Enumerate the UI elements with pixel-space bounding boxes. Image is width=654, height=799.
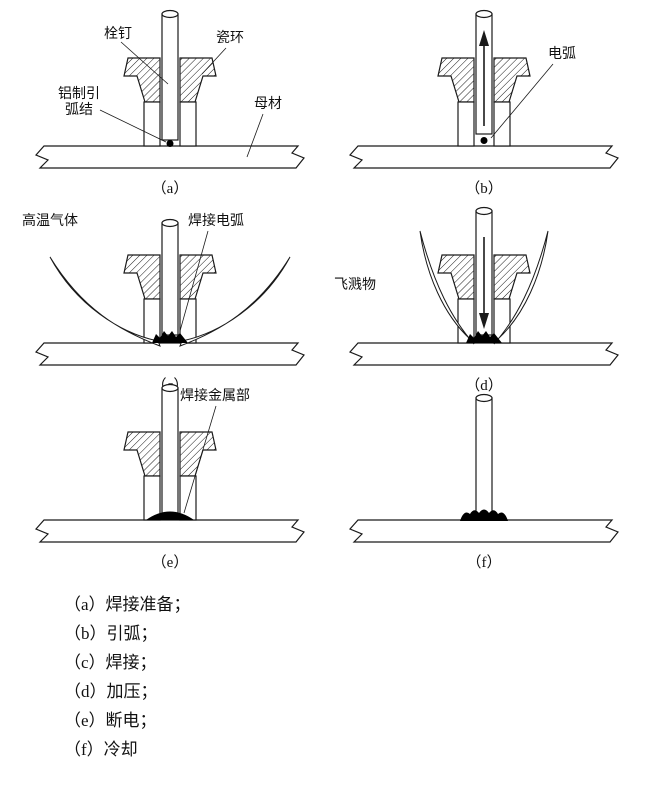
stud-cap <box>475 206 493 216</box>
ceramic-ferrule-left <box>123 431 161 477</box>
press-arrow-head <box>479 313 489 329</box>
weld-metal <box>146 511 194 520</box>
gas-curve-right <box>179 256 291 347</box>
leader-weld-metal <box>183 405 217 514</box>
panel-d-drawing: 飞溅物 （d） <box>334 206 619 394</box>
ferrule-leg-left <box>457 101 475 147</box>
leader-arc <box>490 63 554 139</box>
ferrule-leg-right <box>179 101 197 147</box>
arc-dot <box>480 137 488 144</box>
gas-curve-left <box>49 256 161 347</box>
legend: （a）焊接准备； （b）引弧； （c）焊接； （d）加压； （e）断电； （f）… <box>64 590 191 764</box>
label-spatter: 飞溅物 <box>334 277 376 293</box>
ferrule-leg-right <box>493 101 511 147</box>
panel-caption-d: （d） <box>465 377 503 394</box>
aluminum-tip-dot <box>166 140 174 147</box>
label-base: 母材 <box>254 96 282 112</box>
panel-caption-a: （a） <box>152 180 189 197</box>
panel-e: 焊接金属部 （e） <box>20 382 320 577</box>
panel-b-drawing: 电弧 （b） <box>348 9 619 197</box>
panel-a: 栓钉 瓷环 铝制引 弧结 母材 （a） <box>20 8 320 203</box>
base-plate <box>34 519 305 543</box>
legend-item-d: （d）加压； <box>64 682 158 701</box>
stud-cap <box>475 9 493 19</box>
leader-stud <box>120 41 169 85</box>
stud-cap <box>475 393 493 403</box>
ceramic-ferrule-right <box>179 254 217 300</box>
ferrule-leg-left <box>143 475 161 521</box>
label-weld-metal: 焊接金属部 <box>180 387 250 404</box>
base-plate <box>348 342 619 366</box>
leader-tip <box>99 109 167 143</box>
stud <box>161 387 179 517</box>
weld-fillet <box>460 509 508 521</box>
ceramic-ferrule-right <box>493 254 531 300</box>
stud-cap <box>161 218 179 228</box>
panel-caption-e: （e） <box>152 554 189 571</box>
panel-caption-b: （b） <box>465 180 503 197</box>
stud <box>161 13 179 141</box>
panel-b: 电弧 （b） <box>334 8 634 203</box>
base-plate <box>348 145 619 169</box>
panel-f-drawing: （f） <box>348 393 619 571</box>
base-plate <box>34 145 305 169</box>
ceramic-ferrule-left <box>437 57 475 103</box>
panel-d: 飞溅物 （d） <box>334 205 634 400</box>
ceramic-ferrule-left <box>123 254 161 300</box>
panel-e-drawing: 焊接金属部 （e） <box>34 383 305 571</box>
legend-item-b: （b）引弧； <box>64 624 158 643</box>
ceramic-ferrule-left <box>437 254 475 300</box>
ferrule-leg-left <box>143 101 161 147</box>
leader-base <box>246 113 264 158</box>
panel-c-drawing: 高温气体 焊接电弧 （c） <box>22 212 305 394</box>
label-tip-line2: 弧结 <box>65 102 93 118</box>
legend-item-f: （f）冷却 <box>64 740 138 759</box>
base-plate <box>348 519 619 543</box>
weld-arc <box>152 331 188 343</box>
spatter-curve-left <box>419 230 475 345</box>
legend-item-c: （c）焊接； <box>64 653 157 672</box>
panel-f: （f） <box>334 382 634 577</box>
stud <box>161 222 179 336</box>
weld-arc <box>466 331 502 343</box>
ferrule-leg-right <box>179 475 197 521</box>
ceramic-ferrule-right <box>179 431 217 477</box>
panel-a-drawing: 栓钉 瓷环 铝制引 弧结 母材 （a） <box>34 9 305 197</box>
lift-arrow-head <box>479 30 489 46</box>
legend-item-a: （a）焊接准备； <box>64 595 191 614</box>
label-stud: 栓钉 <box>104 26 132 42</box>
stud-cap <box>161 9 179 19</box>
panel-caption-f: （f） <box>467 554 502 571</box>
label-arc: 电弧 <box>548 46 576 62</box>
ceramic-ferrule-left <box>123 57 161 103</box>
legend-item-e: （e）断电； <box>64 711 157 730</box>
ceramic-ferrule-right <box>493 57 531 103</box>
stud-cap <box>161 383 179 393</box>
label-weld-arc: 焊接电弧 <box>188 212 244 229</box>
label-tip-line1: 铝制引 <box>58 86 100 102</box>
leader-ferrule <box>201 47 227 75</box>
label-ferrule: 瓷环 <box>216 30 244 46</box>
label-gas: 高温气体 <box>22 212 78 229</box>
stud <box>475 397 493 521</box>
spatter-curve-right <box>493 230 549 345</box>
base-plate <box>34 342 305 366</box>
panel-c: 高温气体 焊接电弧 （c） <box>20 205 320 400</box>
leader-weld-arc <box>179 230 209 332</box>
